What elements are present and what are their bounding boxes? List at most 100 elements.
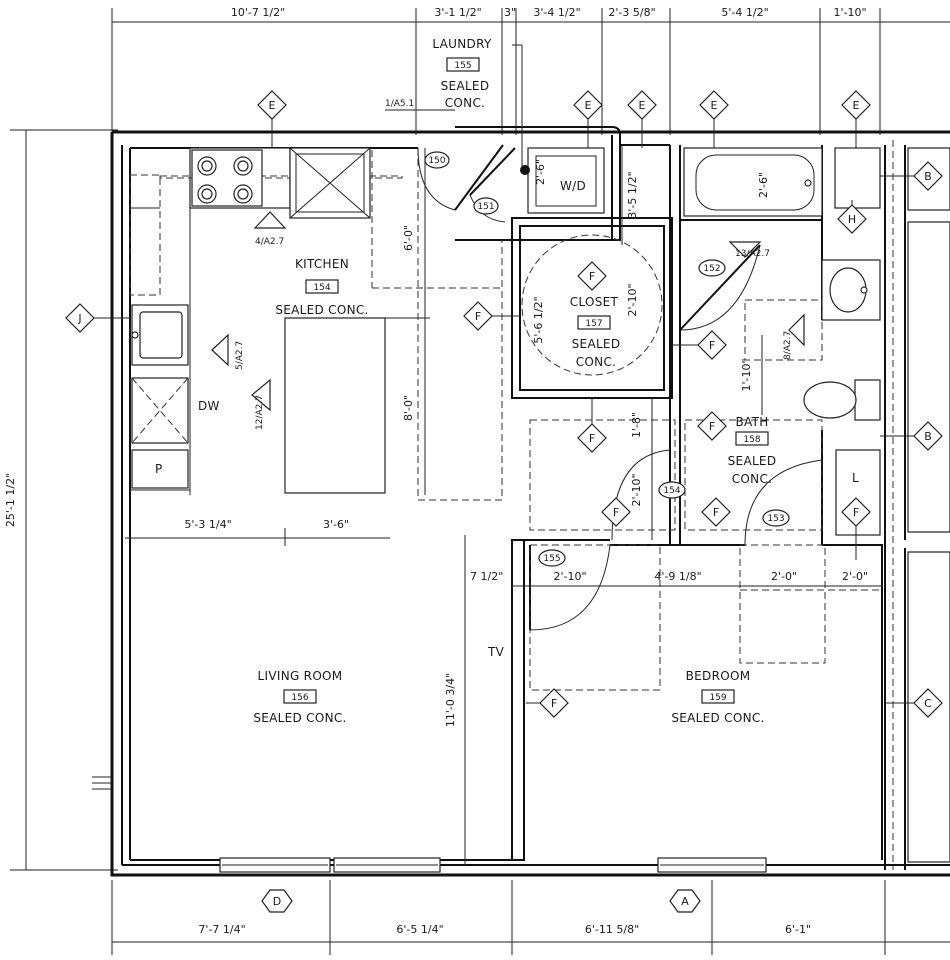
dim-top-4: 3'-4 1/2" bbox=[533, 6, 580, 19]
tag-f-8: F bbox=[841, 497, 871, 560]
svg-text:SEALED CONC.: SEALED CONC. bbox=[671, 711, 764, 725]
tag-f-9: F bbox=[526, 688, 569, 718]
svg-text:CONC.: CONC. bbox=[576, 355, 617, 369]
dim-closet-v2: 2'-10" bbox=[626, 283, 639, 316]
tag-e-1: E bbox=[257, 90, 287, 148]
interior-dimensions: 6'-0" 8'-0" 5'-3 1/4" 3'-6" 11'-0 3/4" 2… bbox=[125, 145, 882, 865]
svg-text:E: E bbox=[585, 99, 592, 112]
door-tags: 150 151 152 154 153 155 bbox=[424, 151, 790, 567]
lavatory bbox=[821, 259, 881, 321]
room-label-closet: CLOSET 157 SEALED CONC. bbox=[570, 295, 621, 369]
svg-text:SEALED: SEALED bbox=[572, 337, 621, 351]
svg-text:159: 159 bbox=[709, 693, 726, 703]
room-label-bath: BATH 158 SEALED CONC. bbox=[728, 415, 776, 486]
section-ref-2: 4/A2.7 bbox=[255, 237, 284, 247]
dim-kitchen-v1: 6'-0" bbox=[402, 225, 415, 251]
dim-bed-h2: 4'-9 1/8" bbox=[654, 570, 701, 583]
svg-text:E: E bbox=[711, 99, 718, 112]
dim-top-2: 3'-1 1/2" bbox=[434, 6, 481, 19]
dishwasher-label: DW bbox=[198, 399, 220, 413]
svg-text:F: F bbox=[709, 420, 715, 433]
dim-bottom-1: 7'-7 1/4" bbox=[198, 923, 245, 936]
svg-text:CONC.: CONC. bbox=[445, 96, 486, 110]
section-references: 1/A5.1 4/A2.7 5/A2.7 12/A2.7 8/A2.7 13/A… bbox=[211, 99, 805, 430]
dim-top-6: 5'-4 1/2" bbox=[721, 6, 768, 19]
dim-top-1: 10'-7 1/2" bbox=[231, 6, 285, 19]
tag-h: H bbox=[837, 200, 867, 234]
dim-bath-v: 1'-10" bbox=[740, 358, 753, 391]
tag-b-2: B bbox=[880, 421, 943, 451]
tag-f-1: F bbox=[577, 261, 607, 291]
tag-b-1: B bbox=[880, 161, 943, 191]
tag-f-6: F bbox=[601, 497, 631, 527]
svg-text:F: F bbox=[589, 432, 595, 445]
tag-e-5: E bbox=[841, 90, 871, 148]
door-tag-5: 153 bbox=[767, 514, 784, 524]
pantry-label: P bbox=[155, 462, 163, 476]
svg-text:F: F bbox=[713, 506, 719, 519]
tag-f-5: F bbox=[697, 411, 727, 441]
svg-text:B: B bbox=[924, 170, 932, 183]
svg-text:B: B bbox=[924, 430, 932, 443]
section-ref-6: 13/A2.7 bbox=[735, 249, 770, 259]
dim-bottom-4: 6'-1" bbox=[785, 923, 811, 936]
svg-text:CONC.: CONC. bbox=[732, 472, 773, 486]
section-ref-4: 12/A2.7 bbox=[255, 395, 265, 430]
grid-tag-d: D bbox=[261, 889, 293, 913]
pantry: P bbox=[131, 449, 189, 489]
svg-text:LAUNDRY: LAUNDRY bbox=[432, 37, 492, 51]
dim-bed-h3: 2'-0" bbox=[771, 570, 797, 583]
elevation-tags: E E E E E F F bbox=[65, 90, 943, 718]
clearance-areas bbox=[529, 299, 880, 691]
tag-j: J bbox=[65, 303, 130, 333]
svg-text:H: H bbox=[848, 213, 856, 226]
refrigerator bbox=[289, 147, 371, 219]
dim-living-v: 11'-0 3/4" bbox=[444, 673, 457, 727]
svg-text:C: C bbox=[924, 697, 932, 710]
svg-text:F: F bbox=[551, 697, 557, 710]
dim-closet-v1: 3'-5 1/2" bbox=[626, 171, 639, 218]
room-label-bedroom: BEDROOM 159 SEALED CONC. bbox=[671, 669, 764, 725]
svg-text:F: F bbox=[709, 339, 715, 352]
washer-dryer: W/D bbox=[512, 44, 605, 214]
tv-label: TV bbox=[487, 645, 505, 659]
dim-kitchen-v2: 8'-0" bbox=[402, 395, 415, 421]
bottom-dimension-line: 7'-7 1/4" 6'-5 1/4" 6'-11 5/8" 6'-1" bbox=[111, 880, 950, 955]
svg-text:J: J bbox=[77, 312, 81, 325]
kitchen-island bbox=[284, 317, 430, 494]
svg-text:158: 158 bbox=[743, 435, 760, 445]
section-ref-5: 8/A2.7 bbox=[783, 331, 793, 360]
svg-text:E: E bbox=[639, 99, 646, 112]
dim-bottom-3: 6'-11 5/8" bbox=[585, 923, 639, 936]
left-dimension-line: 25'-1 1/2" bbox=[4, 129, 118, 871]
tag-e-3: E bbox=[627, 90, 657, 148]
dim-bottom-2: 6'-5 1/4" bbox=[396, 923, 443, 936]
door-tag-2: 151 bbox=[477, 202, 494, 212]
tag-c: C bbox=[885, 688, 943, 718]
grid-tag-a: A bbox=[669, 889, 701, 913]
bathtub bbox=[683, 147, 823, 217]
tag-f-4: F bbox=[577, 398, 607, 453]
interior-walls bbox=[417, 126, 883, 861]
svg-text:E: E bbox=[269, 99, 276, 112]
tag-f-2: F bbox=[463, 301, 520, 331]
toilet bbox=[803, 379, 881, 421]
kitchen-sink bbox=[131, 304, 189, 366]
top-dimension-line: 10'-7 1/2" 3'-1 1/2" 3" 3'-4 1/2" 2'-3 5… bbox=[111, 6, 950, 135]
dim-hall-v1: 1'-8" bbox=[630, 412, 643, 438]
dim-top-7: 1'-10" bbox=[833, 6, 866, 19]
dim-tub: 2'-6" bbox=[757, 172, 770, 198]
linen-label: L bbox=[852, 471, 859, 485]
tag-f-7: F bbox=[701, 497, 731, 527]
tag-e-4: E bbox=[699, 90, 729, 148]
svg-text:155: 155 bbox=[454, 61, 471, 71]
grid-tags: D A bbox=[261, 889, 701, 913]
door-tag-6: 155 bbox=[543, 554, 560, 564]
svg-text:BEDROOM: BEDROOM bbox=[686, 669, 751, 683]
tag-f-3: F bbox=[672, 330, 727, 360]
bath-cabinet bbox=[834, 147, 881, 209]
dim-bed-h1: 2'-10" bbox=[553, 570, 586, 583]
dim-wd: 2'-6" bbox=[534, 159, 547, 185]
door-tag-4: 154 bbox=[663, 486, 680, 496]
